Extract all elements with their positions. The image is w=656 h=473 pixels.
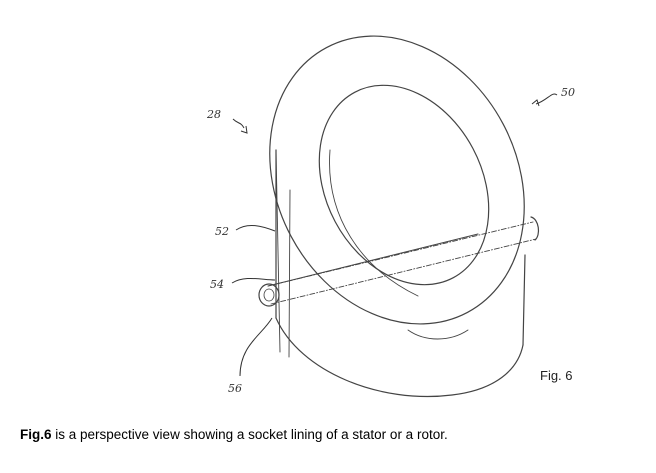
caption-lead: Fig.6 bbox=[20, 427, 52, 442]
slot-edge-outer bbox=[275, 149, 281, 353]
ref-56: 56 bbox=[228, 382, 242, 395]
ref-52: 52 bbox=[215, 225, 229, 238]
bore-depth-line bbox=[329, 149, 419, 297]
caption-text: is a perspective view showing a socket l… bbox=[51, 427, 448, 442]
inner-bore bbox=[318, 84, 490, 286]
bore-lower-arc bbox=[407, 329, 469, 340]
socket-lining-drawing bbox=[258, 35, 540, 398]
figure-caption: Fig.6 is a perspective view showing a so… bbox=[20, 427, 448, 442]
leader-54 bbox=[231, 278, 276, 284]
pin-end-left bbox=[258, 283, 280, 307]
pin-rod bbox=[267, 221, 537, 305]
leader-50 bbox=[535, 93, 558, 105]
pin-end-right bbox=[530, 216, 540, 241]
arrow-50-head bbox=[531, 99, 540, 107]
leader-52 bbox=[235, 224, 276, 232]
ref-28: 28 bbox=[206, 108, 221, 121]
leader-28 bbox=[232, 118, 245, 129]
leader-56 bbox=[239, 317, 273, 377]
ref-50: 50 bbox=[561, 86, 575, 99]
figure-label: Fig. 6 bbox=[540, 368, 573, 383]
leader-lines bbox=[231, 93, 558, 377]
patent-figure: 28 50 52 54 56 Fig. 6 bbox=[206, 35, 575, 398]
arrow-28-head bbox=[240, 125, 248, 134]
cylinder-bottom-edge bbox=[275, 317, 524, 398]
ref-54: 54 bbox=[210, 278, 224, 291]
pin-end-left-inner bbox=[263, 288, 275, 302]
outer-ring-face bbox=[269, 35, 525, 325]
cylinder-right-edge bbox=[522, 254, 526, 346]
slot-edge-inner bbox=[288, 189, 291, 358]
